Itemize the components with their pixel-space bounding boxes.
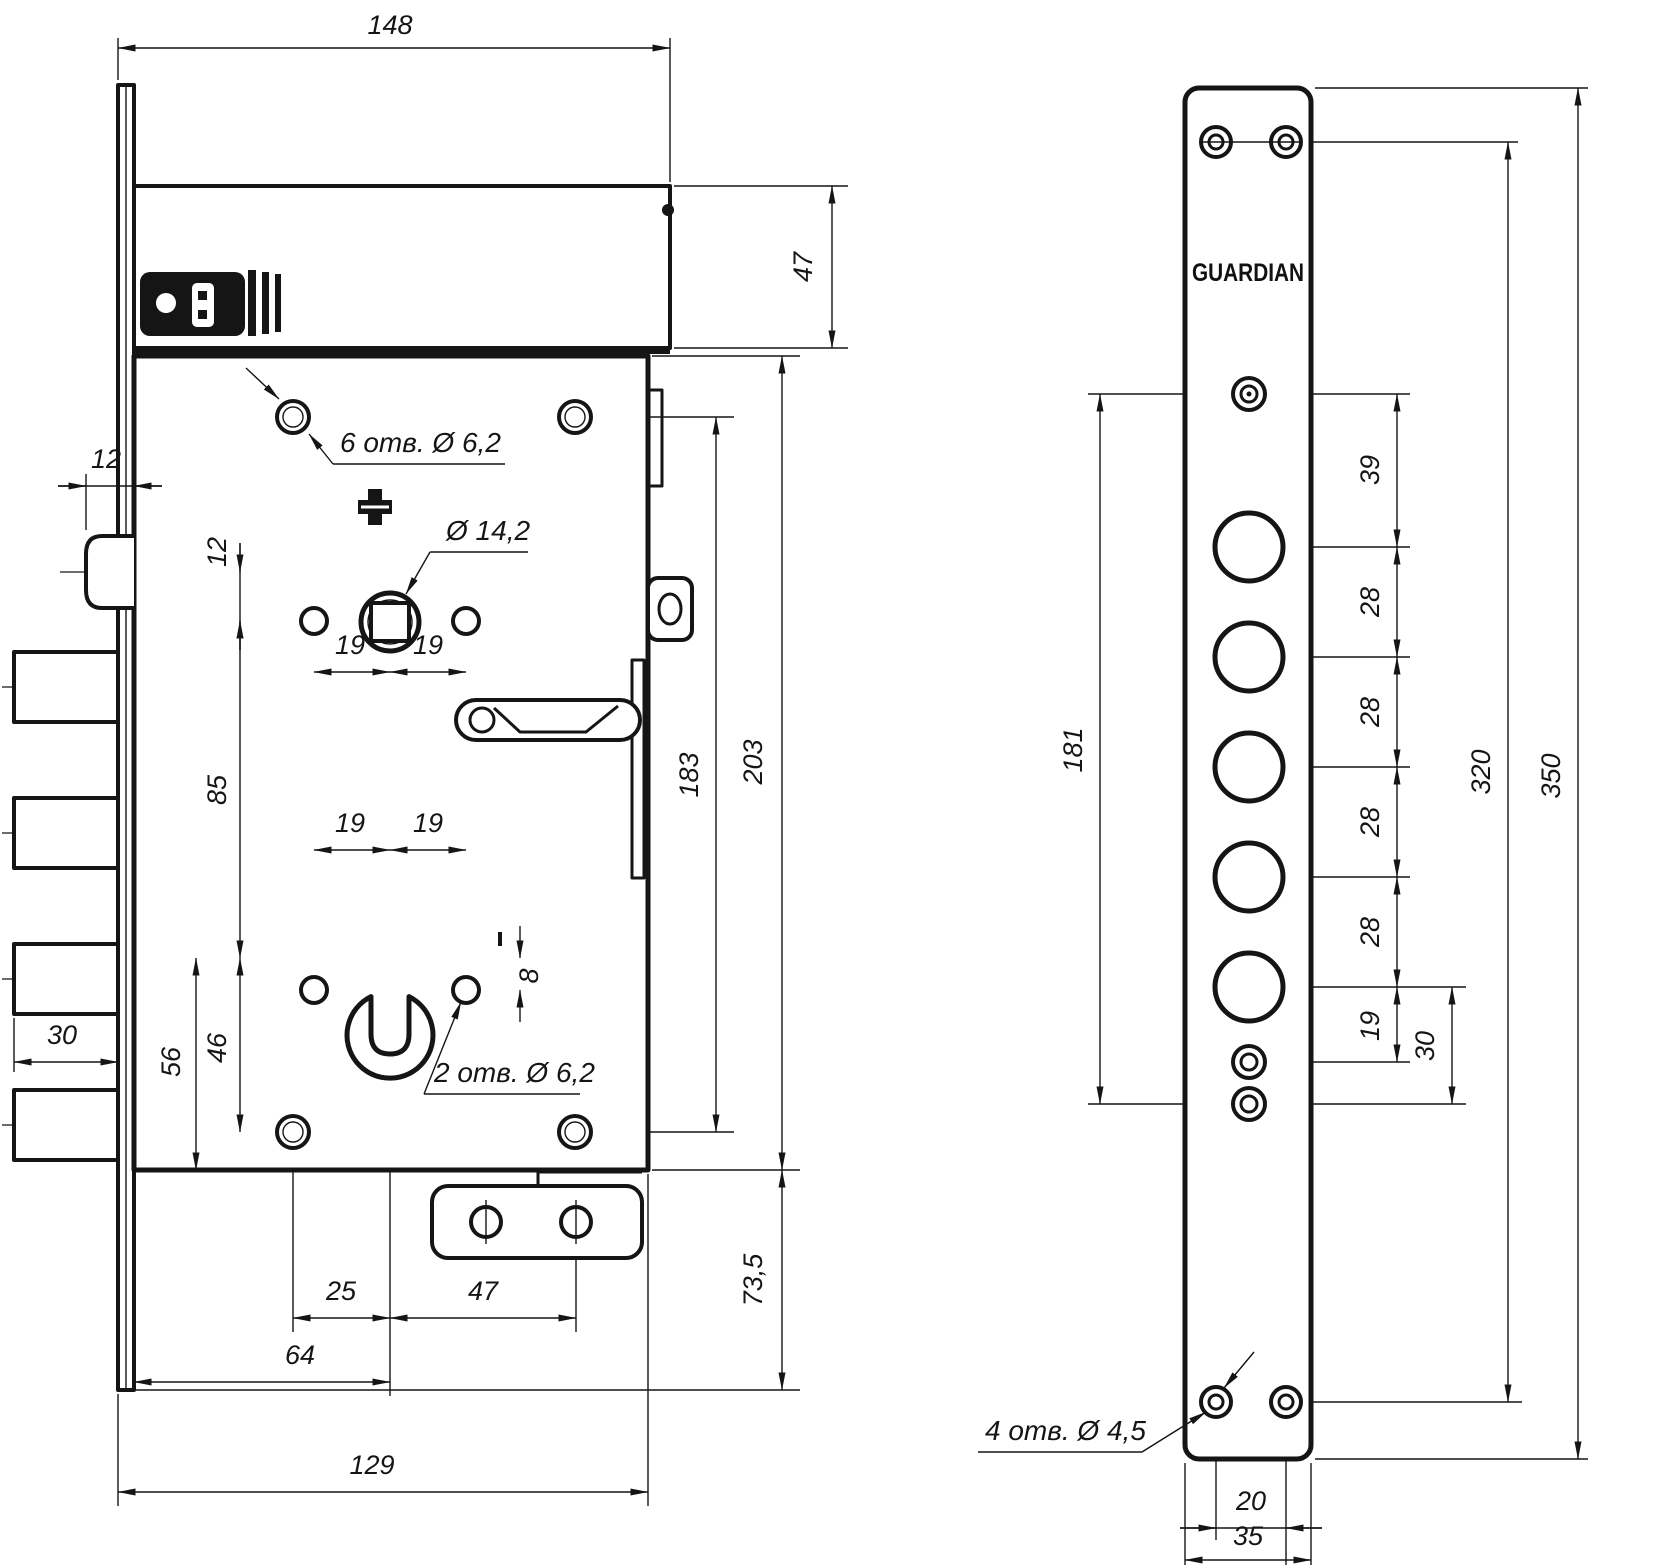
dim-screw-span-outer: 320 xyxy=(1466,749,1496,794)
side-tab-with-hole xyxy=(646,576,694,642)
spindle-side-hole-left xyxy=(299,606,329,636)
bolt-hole-1 xyxy=(1212,510,1286,584)
dim-spindle-to-cylinder: 85 xyxy=(202,774,232,805)
dim-hole-gap-2: 28 xyxy=(1355,697,1385,728)
cross-detail xyxy=(358,489,392,525)
latch-mechanism-detail xyxy=(140,270,281,336)
dim-cylinder-to-bracket-hole: 47 xyxy=(468,1276,499,1306)
latch-bolt xyxy=(84,534,134,610)
dim-cylinder-offset-left: 19 xyxy=(335,808,365,838)
dim-hole-gap-3: 28 xyxy=(1355,807,1385,838)
mounting-hole-bottom-right xyxy=(557,1114,593,1150)
dim-plate-below-body: 73,5 xyxy=(738,1253,768,1307)
dim-screw-to-first-hole: 39 xyxy=(1355,455,1385,485)
faceplate-screw-bottom-right xyxy=(1269,1385,1303,1419)
label-screw-holes: 4 отв. Ø 4,5 xyxy=(985,1415,1146,1446)
dim-spindle-offset-right: 19 xyxy=(413,630,443,660)
dim-spindle-offset-left: 19 xyxy=(335,630,365,660)
deadbolt-4 xyxy=(12,1088,120,1162)
side-tab-hole xyxy=(657,592,683,626)
right-view-faceplate: GUARDIAN 39 28 28 xyxy=(978,85,1588,1565)
side-tab-upper xyxy=(646,388,664,488)
dim-cylinder-to-bottom-holes: 46 xyxy=(202,1032,232,1063)
cylinder-side-hole-right xyxy=(451,975,481,1005)
bolt-hole-5 xyxy=(1212,950,1286,1024)
dimensions-left-view: 148 47 183 203 73,5 12 12 85 xyxy=(13,10,836,1496)
label-cylinder-side-holes: 2 отв. Ø 6,2 xyxy=(433,1057,595,1088)
mounting-hole-bottom-left xyxy=(275,1114,311,1150)
dim-last-hole-to-screw: 19 xyxy=(1355,1011,1385,1041)
dim-screw-span-inner: 181 xyxy=(1058,727,1088,772)
dim-overall-width-top: 148 xyxy=(367,10,412,40)
lock-body xyxy=(131,353,651,1173)
spindle-hole xyxy=(358,590,422,654)
dim-cylinder-to-body-bottom: 56 xyxy=(156,1046,186,1077)
deadbolt-2 xyxy=(12,796,120,870)
dim-hole-drop: 8 xyxy=(514,968,544,983)
bolt-hole-2 xyxy=(1212,620,1286,694)
cylinder-side-hole-left xyxy=(299,975,329,1005)
side-strip xyxy=(630,658,646,880)
extension-lines-right xyxy=(1088,87,1588,1565)
dim-screw-spacing: 20 xyxy=(1235,1486,1266,1516)
dim-hole-gap-1: 28 xyxy=(1355,587,1385,618)
dim-body-height: 203 xyxy=(738,739,768,785)
label-spindle-dia: Ø 14,2 xyxy=(445,515,530,546)
dim-plate-to-cylinder: 64 xyxy=(285,1340,315,1370)
bolt-hole-4 xyxy=(1212,840,1286,914)
dim-cylinder-offset-right: 19 xyxy=(413,808,443,838)
bottom-bracket xyxy=(430,1170,644,1260)
faceplate-screw-lower-1 xyxy=(1231,1044,1267,1080)
cylinder-hole xyxy=(344,994,436,1081)
dim-hole-to-cylinder: 25 xyxy=(325,1276,357,1306)
deadbolt-3 xyxy=(12,942,120,1016)
bolt-hole-3 xyxy=(1212,730,1286,804)
callouts-left-view: 6 отв. Ø 6,2 Ø 14,2 2 отв. Ø 6,2 xyxy=(245,367,595,1095)
brand-logo: GUARDIAN xyxy=(1192,259,1304,287)
dim-body-width: 129 xyxy=(349,1450,394,1480)
edge-detail-dot xyxy=(662,204,674,216)
dimensions-right-view: 39 28 28 28 28 19 30 181 320 350 20 xyxy=(1058,87,1582,1564)
dim-mount-holes-span: 183 xyxy=(674,752,704,797)
dim-latch-to-spindle: 12 xyxy=(202,537,232,567)
dim-latch-protrusion: 12 xyxy=(91,444,121,474)
dim-top-box-height: 47 xyxy=(788,251,818,282)
mounting-hole-top-right xyxy=(557,399,593,435)
callouts-right-view: 4 отв. Ø 4,5 xyxy=(978,1351,1255,1453)
dim-faceplate-width: 35 xyxy=(1233,1521,1264,1551)
dim-last-hole-to-screw2: 30 xyxy=(1410,1031,1440,1061)
dim-faceplate-height: 350 xyxy=(1536,753,1566,798)
mounting-hole-top-left xyxy=(275,399,311,435)
dim-bolt-length: 30 xyxy=(47,1020,77,1050)
left-view-lock-body: 148 47 183 203 73,5 12 12 85 xyxy=(2,10,848,1506)
label-mount-holes: 6 отв. Ø 6,2 xyxy=(340,427,501,458)
spindle-side-hole-right xyxy=(451,606,481,636)
faceplate-screw-lower-2 xyxy=(1231,1086,1267,1122)
faceplate-screw-middle xyxy=(1231,376,1267,412)
dim-hole-gap-4: 28 xyxy=(1355,917,1385,948)
lever-detail xyxy=(454,698,642,742)
faceplate-screw-bottom-left xyxy=(1199,1385,1233,1419)
deadbolt-1 xyxy=(12,650,120,724)
